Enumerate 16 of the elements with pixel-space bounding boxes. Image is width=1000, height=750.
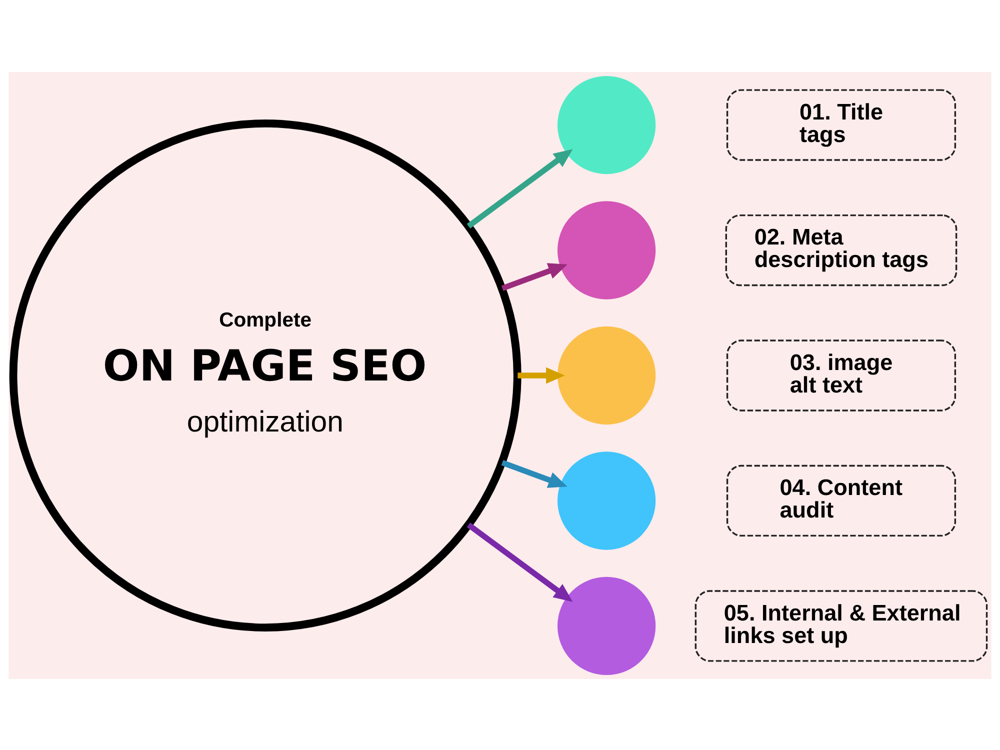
node-circle xyxy=(557,75,656,174)
node-box: 05. Internal & External links set up xyxy=(694,590,988,662)
node-box: 03. image alt text xyxy=(726,339,956,411)
arrow xyxy=(501,460,568,488)
node-box: 02. Meta description tags xyxy=(725,214,958,286)
node-circle xyxy=(557,451,656,550)
node-circle: Complete ON PAGE SEO optimization xyxy=(9,119,522,631)
node-circle xyxy=(557,326,656,424)
arrow xyxy=(518,366,565,384)
arrow xyxy=(501,262,568,290)
arrow xyxy=(466,148,573,228)
node-box: 01. Title tags xyxy=(726,88,956,160)
node-box: 04. Content audit xyxy=(726,464,956,536)
node-circle xyxy=(557,576,656,675)
arrow xyxy=(466,522,573,602)
node-circle xyxy=(557,200,656,299)
